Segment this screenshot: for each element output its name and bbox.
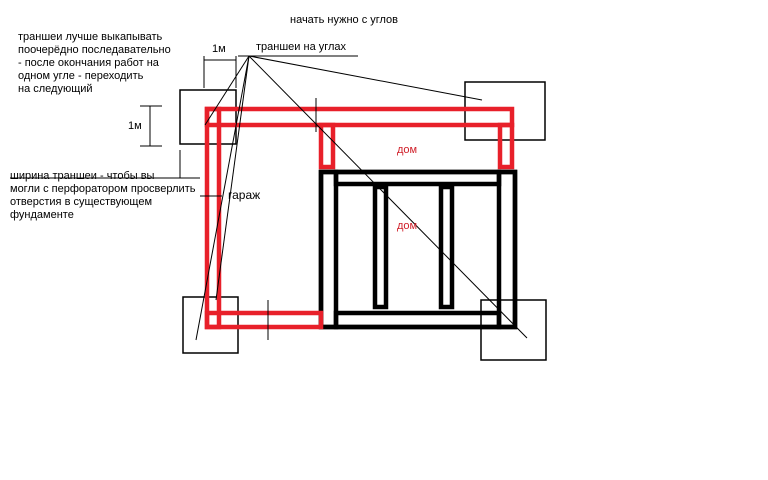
new-foundation xyxy=(204,106,515,330)
note-trench-width: ширина траншеи - чтобы вы могли с перфор… xyxy=(10,170,196,221)
room-label-house-main: дом xyxy=(397,220,418,232)
note-corner-trenches: траншеи на углах xyxy=(256,41,347,53)
corner-pointer-lines xyxy=(195,55,528,341)
room-label-house-top: дом xyxy=(397,144,418,156)
existing-foundation xyxy=(318,169,518,330)
dim-label-top: 1м xyxy=(212,43,226,55)
dim-label-side: 1м xyxy=(128,120,142,132)
note-start-corners: начать нужно с углов xyxy=(290,14,399,26)
note-dig-sequence: траншеи лучше выкапывать поочерёдно посл… xyxy=(18,31,171,95)
dimension-marks xyxy=(10,56,317,340)
room-label-garage: гараж xyxy=(228,188,261,202)
